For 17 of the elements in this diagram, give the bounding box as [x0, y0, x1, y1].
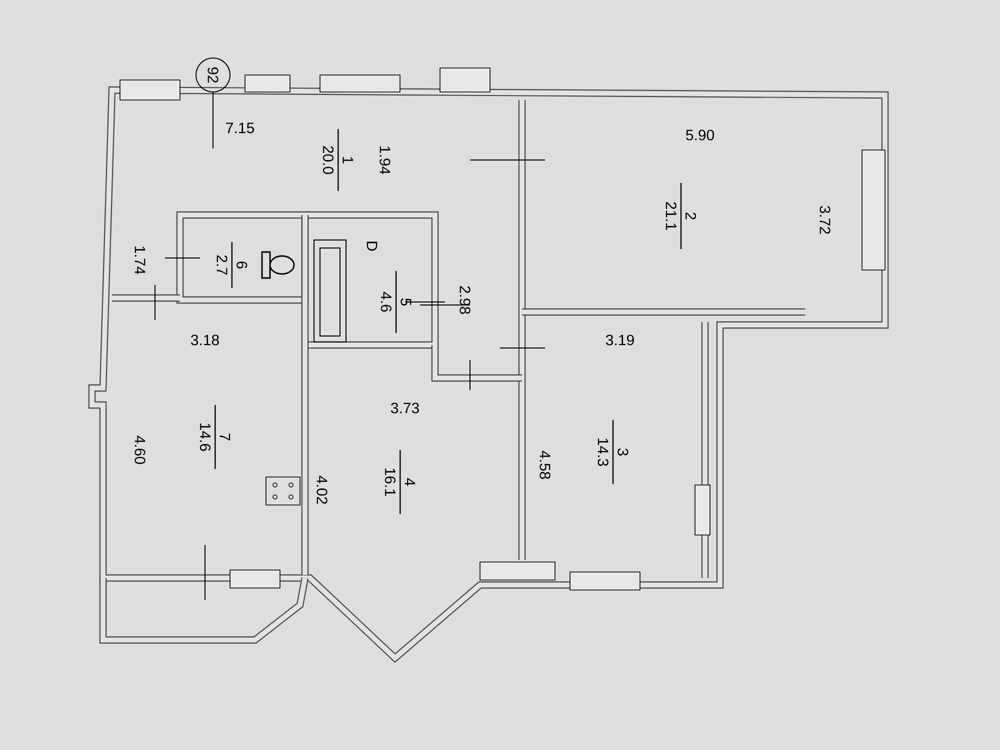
dimension-label: 3.19	[606, 334, 634, 346]
dimension-label: 3.72	[820, 206, 830, 234]
room-label: 7 14.6	[200, 405, 230, 469]
dimension-label: 5.90	[686, 130, 714, 140]
room-label: 2 21.1	[666, 183, 696, 249]
dimension-label: 4.58	[540, 450, 550, 479]
dimension-label: 1.74	[134, 246, 146, 274]
dimension-label: 4.60	[134, 436, 146, 464]
room-label: 1 20.0	[322, 129, 354, 191]
room-label: 3 14.3	[598, 420, 628, 484]
dimension-label: 3.18	[190, 334, 219, 346]
dimension-label: 1.94	[380, 146, 390, 174]
dimension-label: 3.73	[390, 402, 419, 414]
dimension-label: D	[366, 242, 378, 251]
room-label: 4 16.1	[384, 450, 416, 514]
room-label: 6 2.7	[216, 242, 248, 288]
dimension-label: 4.02	[316, 476, 328, 504]
